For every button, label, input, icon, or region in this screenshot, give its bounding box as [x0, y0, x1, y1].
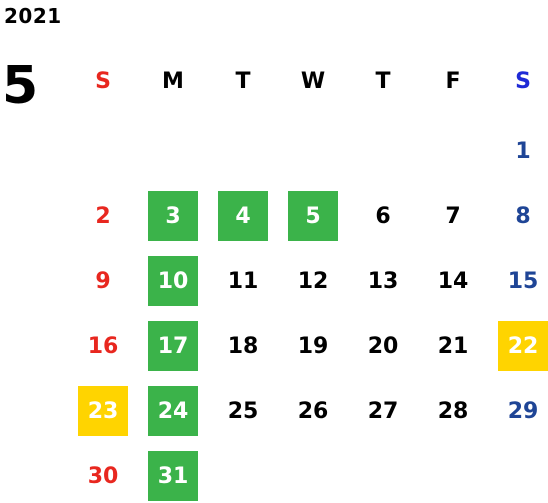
- day-cell[interactable]: 31: [148, 451, 198, 501]
- day-cell[interactable]: 11: [227, 268, 259, 294]
- day-cell[interactable]: 16: [87, 333, 119, 359]
- day-cell[interactable]: 7: [445, 203, 461, 229]
- month-number: 5: [2, 56, 39, 116]
- day-cell[interactable]: 5: [288, 191, 338, 241]
- day-cell[interactable]: 6: [375, 203, 391, 229]
- weekday-header-0: S: [95, 68, 111, 94]
- day-cell[interactable]: 4: [218, 191, 268, 241]
- day-cell[interactable]: 13: [367, 268, 399, 294]
- weekday-header-6: S: [515, 68, 531, 94]
- weekday-header-5: F: [445, 68, 461, 94]
- day-cell[interactable]: 25: [227, 398, 259, 424]
- day-cell[interactable]: 15: [507, 268, 539, 294]
- day-cell[interactable]: 23: [78, 386, 128, 436]
- day-cell[interactable]: 27: [367, 398, 399, 424]
- day-cell[interactable]: 12: [297, 268, 329, 294]
- day-cell[interactable]: 24: [148, 386, 198, 436]
- day-cell[interactable]: 3: [148, 191, 198, 241]
- day-cell[interactable]: 28: [437, 398, 469, 424]
- day-cell[interactable]: 9: [95, 268, 111, 294]
- day-cell[interactable]: 22: [498, 321, 548, 371]
- day-cell[interactable]: 17: [148, 321, 198, 371]
- day-cell[interactable]: 26: [297, 398, 329, 424]
- weekday-header-2: T: [235, 68, 251, 94]
- day-cell[interactable]: 10: [148, 256, 198, 306]
- day-cell[interactable]: 19: [297, 333, 329, 359]
- day-cell[interactable]: 30: [87, 463, 119, 489]
- day-cell[interactable]: 21: [437, 333, 469, 359]
- day-cell[interactable]: 2: [95, 203, 111, 229]
- year-label: 2021: [4, 4, 62, 28]
- day-cell[interactable]: 20: [367, 333, 399, 359]
- day-cell[interactable]: 1: [515, 138, 531, 164]
- weekday-header-1: M: [162, 68, 184, 94]
- weekday-header-3: W: [300, 68, 326, 94]
- day-cell[interactable]: 29: [507, 398, 539, 424]
- day-cell[interactable]: 14: [437, 268, 469, 294]
- day-cell[interactable]: 8: [515, 203, 531, 229]
- weekday-header-4: T: [375, 68, 391, 94]
- day-cell[interactable]: 18: [227, 333, 259, 359]
